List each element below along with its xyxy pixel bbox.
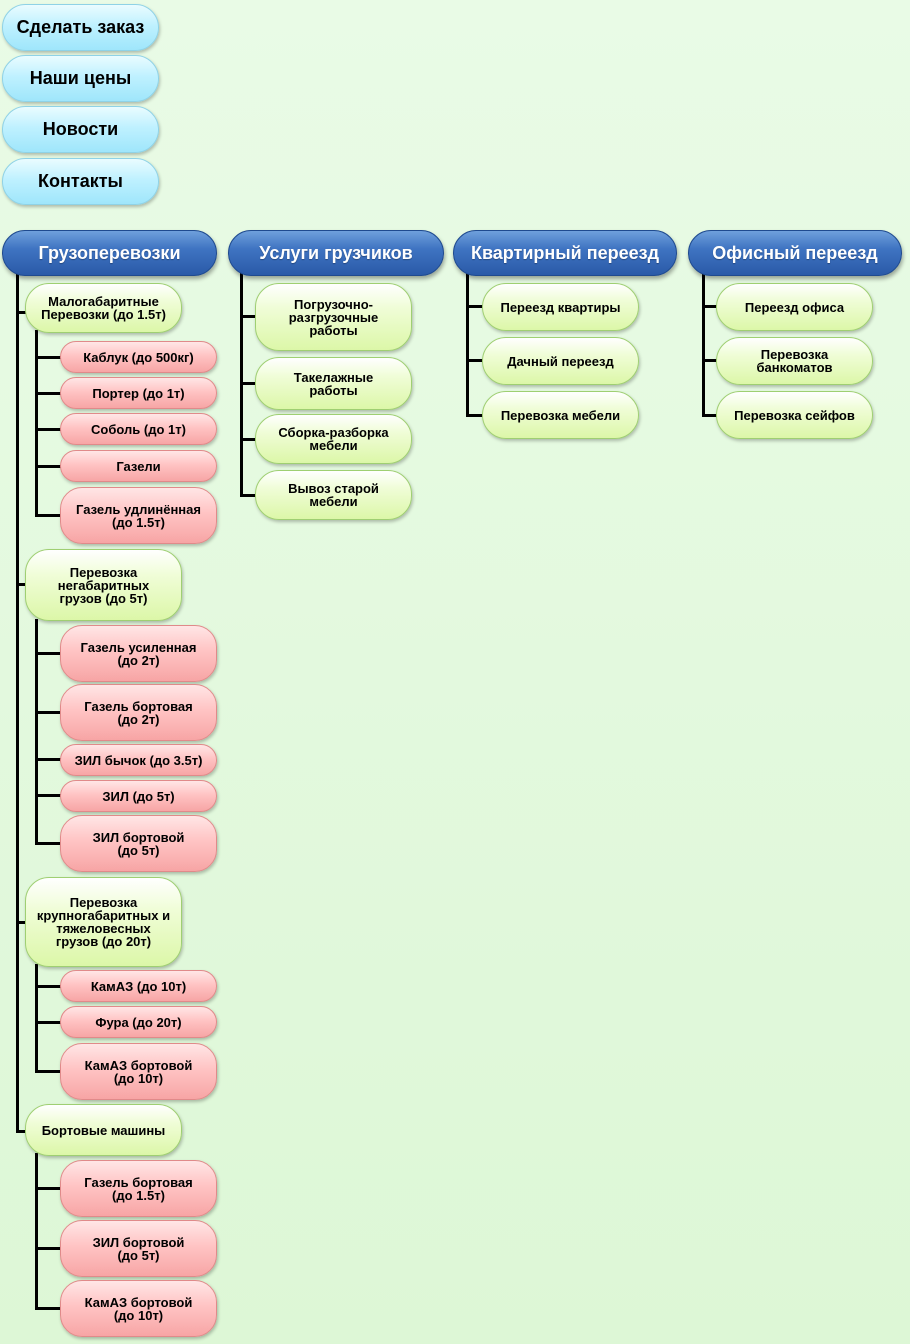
connector-line (702, 414, 717, 417)
item-gazel-reinforced[interactable]: Газель усиленная (до 2т) (60, 625, 217, 682)
connector-line (35, 392, 61, 395)
connector-line (16, 1130, 26, 1133)
item-furniture-transport[interactable]: Перевозка мебели (482, 391, 639, 439)
category-office-move[interactable]: Офисный переезд (688, 230, 902, 276)
item-old-furniture-removal[interactable]: Вывоз старой мебели (255, 470, 412, 520)
connector-line (35, 465, 61, 468)
item-atm-transport[interactable]: Перевозка банкоматов (716, 337, 873, 385)
connector-line (35, 842, 61, 845)
connector-line (16, 921, 26, 924)
category-apartment-move[interactable]: Квартирный переезд (453, 230, 677, 276)
connector-line (466, 272, 469, 417)
item-sobol[interactable]: Соболь (до 1т) (60, 413, 217, 445)
item-loading-unloading[interactable]: Погрузочно- разгрузочные работы (255, 283, 412, 351)
connector-line (35, 619, 38, 845)
connector-line (466, 414, 483, 417)
connector-line (240, 382, 256, 385)
item-kabluk[interactable]: Каблук (до 500кг) (60, 341, 217, 373)
connector-line (16, 311, 26, 314)
item-zil-flatbed-5t[interactable]: ЗИЛ бортовой (до 5т) (60, 1220, 217, 1277)
item-gazel-extended[interactable]: Газель удлинённая (до 1.5т) (60, 487, 217, 544)
connector-line (35, 1153, 38, 1310)
connector-line (240, 494, 256, 497)
connector-line (16, 272, 19, 1133)
connector-line (35, 428, 61, 431)
item-office-move[interactable]: Переезд офиса (716, 283, 873, 331)
item-apartment-move[interactable]: Переезд квартиры (482, 283, 639, 331)
connector-line (702, 272, 705, 417)
item-fura[interactable]: Фура (до 20т) (60, 1006, 217, 1038)
connector-line (466, 305, 483, 308)
connector-line (702, 305, 717, 308)
item-zil[interactable]: ЗИЛ (до 5т) (60, 780, 217, 812)
connector-line (240, 315, 256, 318)
connector-line (35, 514, 61, 517)
group-small-cargo[interactable]: Малогабаритные Перевозки (до 1.5т) (25, 283, 182, 333)
item-zil-bychok[interactable]: ЗИЛ бычок (до 3.5т) (60, 744, 217, 776)
item-gazel-flatbed-1-5t[interactable]: Газель бортовая (до 1.5т) (60, 1160, 217, 1217)
nav-news-button[interactable]: Новости (2, 106, 159, 153)
item-furniture-assembly[interactable]: Сборка-разборка мебели (255, 414, 412, 464)
item-porter[interactable]: Портер (до 1т) (60, 377, 217, 409)
connector-line (35, 1021, 61, 1024)
connector-line (35, 652, 61, 655)
connector-line (16, 583, 26, 586)
connector-line (240, 438, 256, 441)
item-gazeli[interactable]: Газели (60, 450, 217, 482)
connector-line (466, 359, 483, 362)
connector-line (35, 1187, 61, 1190)
item-gazel-flatbed[interactable]: Газель бортовая (до 2т) (60, 684, 217, 741)
connector-line (35, 794, 61, 797)
connector-line (35, 356, 61, 359)
connector-line (35, 1307, 61, 1310)
item-rigging[interactable]: Такелажные работы (255, 357, 412, 410)
item-kamaz[interactable]: КамАЗ (до 10т) (60, 970, 217, 1002)
item-zil-flatbed[interactable]: ЗИЛ бортовой (до 5т) (60, 815, 217, 872)
category-cargo-transport[interactable]: Грузоперевозки (2, 230, 217, 276)
nav-make-order-button[interactable]: Сделать заказ (2, 4, 159, 51)
connector-line (35, 1070, 61, 1073)
connector-line (702, 359, 717, 362)
group-oversized-cargo[interactable]: Перевозка негабаритных грузов (до 5т) (25, 549, 182, 621)
connector-line (35, 964, 38, 1073)
nav-prices-button[interactable]: Наши цены (2, 55, 159, 102)
group-flatbed-trucks[interactable]: Бортовые машины (25, 1104, 182, 1156)
connector-line (35, 758, 61, 761)
item-dacha-move[interactable]: Дачный переезд (482, 337, 639, 385)
item-kamaz-flatbed[interactable]: КамАЗ бортовой (до 10т) (60, 1043, 217, 1100)
connector-line (35, 985, 61, 988)
category-movers-services[interactable]: Услуги грузчиков (228, 230, 444, 276)
nav-contacts-button[interactable]: Контакты (2, 158, 159, 205)
connector-line (35, 330, 38, 517)
connector-line (35, 711, 61, 714)
group-heavy-cargo[interactable]: Перевозка крупногабаритных и тяжеловесны… (25, 877, 182, 967)
item-safe-transport[interactable]: Перевозка сейфов (716, 391, 873, 439)
item-kamaz-flatbed-10t[interactable]: КамАЗ бортовой (до 10т) (60, 1280, 217, 1337)
connector-line (35, 1247, 61, 1250)
